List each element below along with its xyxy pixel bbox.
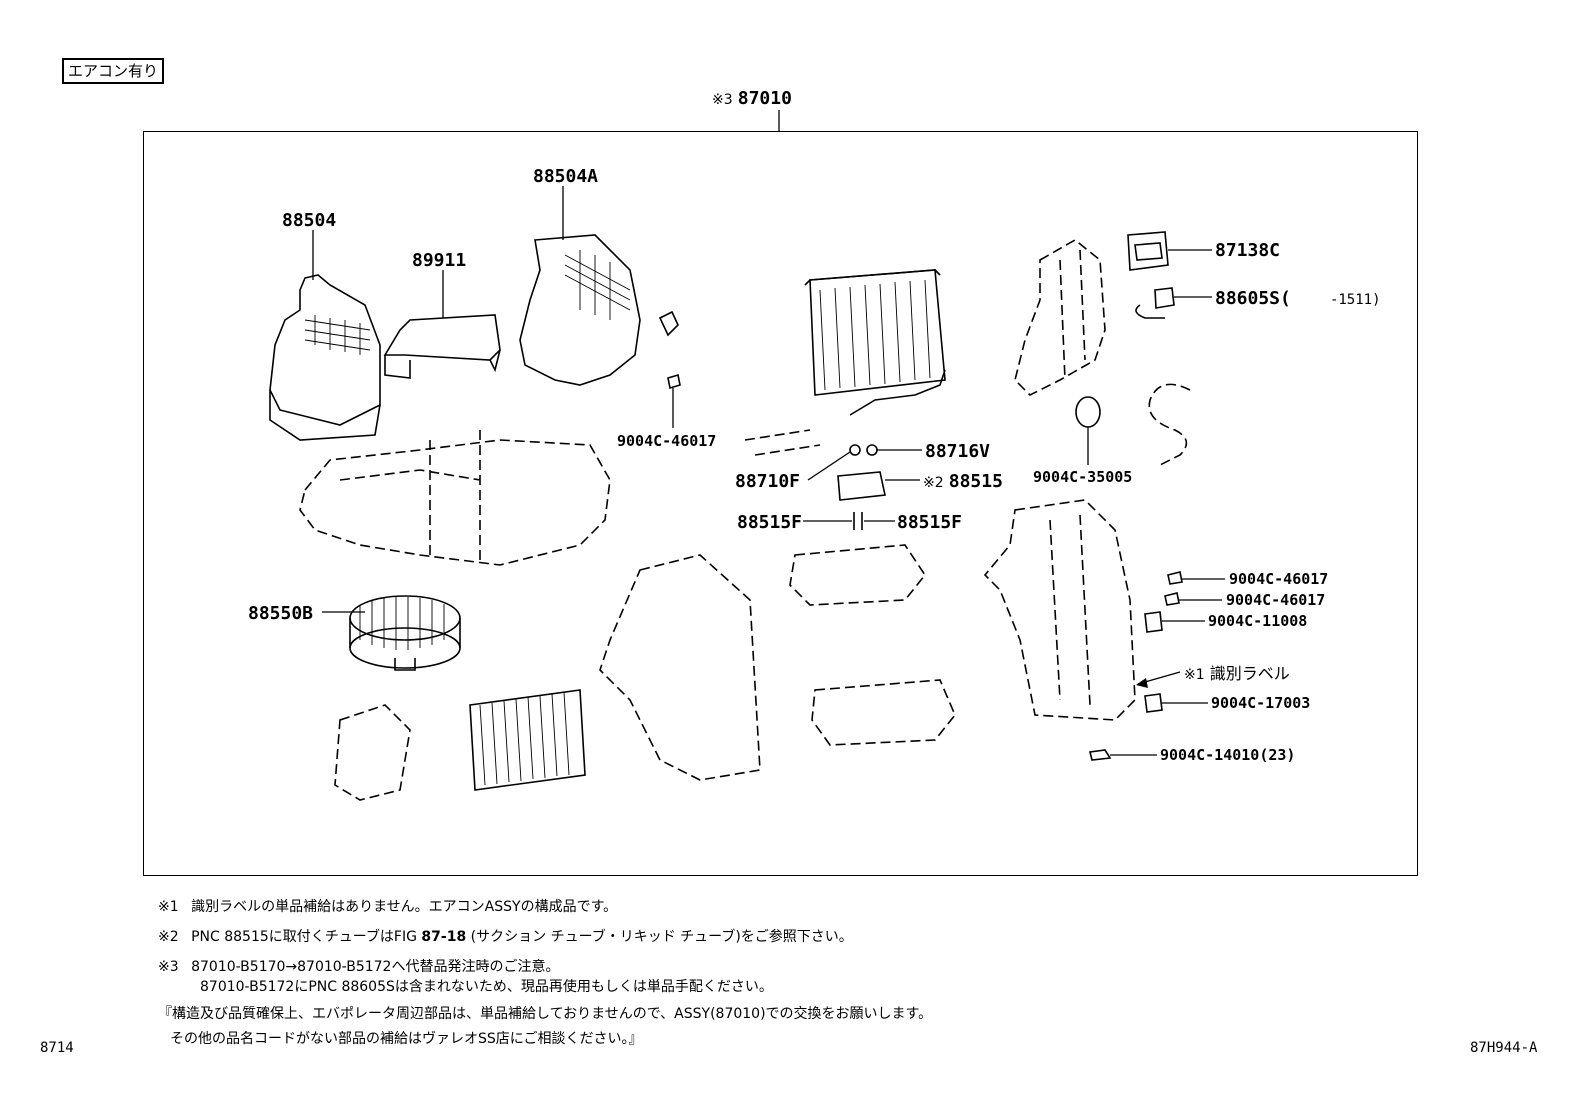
seal-ring-35005	[1075, 396, 1101, 428]
id-label-arrowhead	[1136, 678, 1148, 688]
clip-46017-c	[1164, 592, 1180, 606]
label-9004C-46017-c[interactable]: 9004C-46017	[1226, 591, 1326, 609]
general-note-line-1: 『構造及び品質確保上、エバポレータ周辺部品は、単品補給しておりませんので、ASS…	[158, 1006, 933, 1022]
expansion-valve-88515-shape	[837, 471, 886, 501]
part-88605S-shape	[1135, 287, 1175, 319]
part-17003-shape	[1144, 693, 1163, 713]
label-88605S[interactable]: 88605S(	[1215, 288, 1291, 309]
label-88515F-left[interactable]: 88515F	[737, 512, 803, 533]
clip-46017-b	[1167, 571, 1183, 585]
figure-id: 87H944-A	[1470, 1040, 1538, 1056]
label-89911[interactable]: 89911	[412, 250, 467, 271]
assembly-callout: ※3 87010	[712, 88, 792, 109]
note-1: ※1 識別ラベルの単品補給はありません。エアコンASSYの構成品です。	[158, 898, 617, 916]
clip-46017-a2	[667, 373, 681, 390]
center-damper-lower	[811, 679, 956, 746]
label-9004C-35005[interactable]: 9004C-35005	[1033, 468, 1133, 486]
note-3: ※3 87010-B5170→87010-B5172へ代替品発注時のご注意。	[158, 958, 559, 976]
page-code: 8714	[40, 1040, 74, 1056]
o-ring-b	[866, 444, 878, 456]
heater-core	[469, 689, 586, 791]
note-2-text-a: PNC 88515に取付くチューブはFIG	[191, 929, 417, 945]
label-id-text: 識別ラベル	[1209, 664, 1290, 683]
lower-case-assembly	[299, 430, 611, 566]
tube-88710F-shape	[744, 429, 821, 456]
general-note-line-2: その他の品名コードがない部品の補給はヴァレオSS店にご相談ください。』	[170, 1031, 643, 1047]
o-ring-a	[849, 444, 861, 456]
label-88710F[interactable]: 88710F	[735, 471, 801, 492]
assembly-note-mark: ※3	[712, 92, 733, 108]
label-88550B[interactable]: 88550B	[248, 603, 314, 624]
note-2: ※2 PNC 88515に取付くチューブはFIG 87-18 (サクション チュ…	[158, 928, 853, 946]
label-id-mark: ※1	[1184, 667, 1205, 683]
label-88515F-right[interactable]: 88515F	[897, 512, 963, 533]
left-lower-duct	[334, 704, 411, 801]
clip-46017-a	[658, 310, 679, 337]
bracket-89911	[383, 314, 501, 379]
center-damper-upper	[789, 544, 926, 606]
middle-housing	[599, 554, 761, 781]
note-2-text-b: (サクション チューブ・リキッド チューブ)をご参照下さい。	[470, 929, 853, 945]
label-id-group: ※1 識別ラベル	[1184, 660, 1290, 684]
part-87138C-shape	[1127, 231, 1169, 271]
wire-harness	[1148, 383, 1191, 466]
label-88504[interactable]: 88504	[282, 210, 337, 231]
note-1-text: 識別ラベルの単品補給はありません。エアコンASSYの構成品です。	[191, 899, 618, 915]
label-9004C-11008[interactable]: 9004C-11008	[1208, 612, 1308, 630]
label-88605S-range: -1511)	[1329, 292, 1381, 308]
part-11008-shape	[1144, 611, 1163, 633]
label-88515-group: ※2 88515	[923, 471, 1003, 492]
label-9004C-17003[interactable]: 9004C-17003	[1211, 694, 1311, 712]
note-2-mark: ※2	[158, 929, 179, 945]
note-3-mark: ※3	[158, 959, 179, 975]
blower-motor-88550B	[349, 595, 461, 671]
note-3-line-1: 87010-B5170→87010-B5172へ代替品発注時のご注意。	[191, 959, 560, 975]
aircon-condition-tag: エアコン有り	[62, 58, 165, 84]
blower-case-upper	[269, 274, 381, 441]
label-88605S-group: 88605S( -1511)	[1215, 288, 1381, 309]
note-1-mark: ※1	[158, 899, 179, 915]
label-88504A[interactable]: 88504A	[533, 166, 599, 187]
right-case-upper	[1014, 239, 1106, 396]
label-87138C[interactable]: 87138C	[1215, 240, 1281, 261]
evaporator	[804, 269, 946, 416]
bolts-88515F-shape	[853, 512, 863, 530]
assembly-part-number[interactable]: 87010	[737, 88, 792, 109]
label-9004C-46017-a[interactable]: 9004C-46017	[617, 432, 717, 450]
label-88716V[interactable]: 88716V	[925, 441, 991, 462]
label-9004C-46017-b[interactable]: 9004C-46017	[1229, 570, 1329, 588]
screw-14010-shape	[1089, 749, 1112, 761]
assembly-frame	[143, 131, 1418, 876]
right-case-lower-ribs	[1049, 514, 1091, 706]
note-2-fig-ref[interactable]: 87-18	[421, 929, 467, 945]
duct-88504A	[519, 234, 641, 386]
label-88515-mark: ※2	[923, 475, 944, 491]
note-3-line-2: 87010-B5172にPNC 88605Sは含まれないため、現品再使用もしくは…	[200, 979, 773, 995]
leader-88710F	[807, 451, 851, 481]
label-9004C-14010[interactable]: 9004C-14010(23)	[1160, 746, 1296, 764]
label-88515[interactable]: 88515	[948, 471, 1003, 492]
right-case-lower	[983, 499, 1136, 721]
